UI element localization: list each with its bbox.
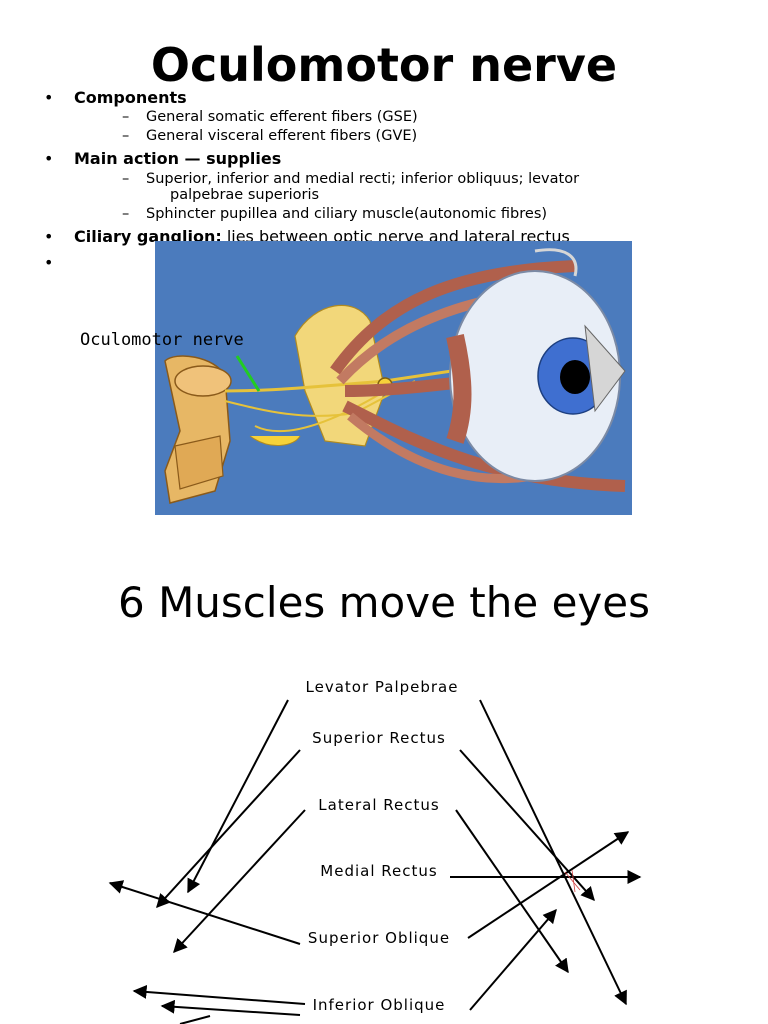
- dash: –: [122, 171, 130, 187]
- dash: –: [122, 109, 130, 125]
- arrow-inferior-oblique-right: [469, 908, 557, 1011]
- bullet-dot: •: [44, 253, 54, 272]
- bullet-bold: Ciliary ganglion:: [74, 227, 222, 246]
- sub-text: General visceral efferent fibers (GVE): [146, 128, 418, 144]
- bullet-dot: •: [44, 227, 54, 246]
- muscle-superior-oblique: Superior Oblique: [307, 929, 451, 947]
- bullet-rest: lies between optic nerve and lateral rec…: [221, 227, 570, 246]
- bullet-text: Main action — supplies: [74, 149, 282, 168]
- eye-anatomy-figure: [155, 241, 632, 515]
- muscle-lateral-rectus: Lateral Rectus: [318, 796, 440, 814]
- arrow-superior-rectus-left: [156, 749, 301, 909]
- arrow-superior-oblique-right: [467, 831, 630, 939]
- sub-text: General somatic efferent fibers (GSE): [146, 109, 418, 125]
- sub-text: Sphincter pupillea and ciliary muscle(au…: [146, 206, 548, 222]
- muscle-inferior-oblique: Inferior Oblique: [312, 996, 446, 1014]
- bullet-dot: •: [44, 149, 54, 168]
- dash: –: [122, 206, 130, 222]
- arrow-superior-oblique-left: [108, 880, 301, 945]
- muscle-levator-palpebrae: Levator Palpebrae: [305, 678, 459, 696]
- arrow-levator-right: [479, 699, 627, 1006]
- figure-label: Oculomotor nerve: [80, 330, 244, 350]
- arrow-fragment: [179, 1015, 211, 1024]
- arrow-lateral-rectus-right: [455, 809, 569, 974]
- arrow-inferior-oblique-left-2: [160, 999, 301, 1016]
- bullet-dot: •: [44, 88, 54, 107]
- bullet-text: Ciliary ganglion: lies between optic ner…: [74, 229, 570, 245]
- slide2-title: 6 Muscles move the eyes: [118, 578, 650, 627]
- bullet-text: Components: [74, 88, 187, 107]
- muscle-superior-rectus: Superior Rectus: [312, 729, 446, 747]
- pointer-line: [235, 355, 261, 392]
- arrow-inferior-oblique-left: [132, 984, 306, 1005]
- arrow-lateral-rectus-left: [173, 809, 306, 954]
- muscle-medial-rectus: Medial Rectus: [320, 862, 438, 880]
- sub-text: Superior, inferior and medial recti; inf…: [146, 171, 580, 187]
- eye-anatomy-illustration: [164, 248, 626, 504]
- dash: –: [122, 128, 130, 144]
- small-mark: [564, 869, 581, 893]
- sub-text: palpebrae superioris: [170, 187, 320, 203]
- arrow-superior-rectus-right: [459, 749, 595, 902]
- arrow-levator-left: [187, 699, 289, 894]
- slide-title: Oculomotor nerve: [150, 38, 618, 92]
